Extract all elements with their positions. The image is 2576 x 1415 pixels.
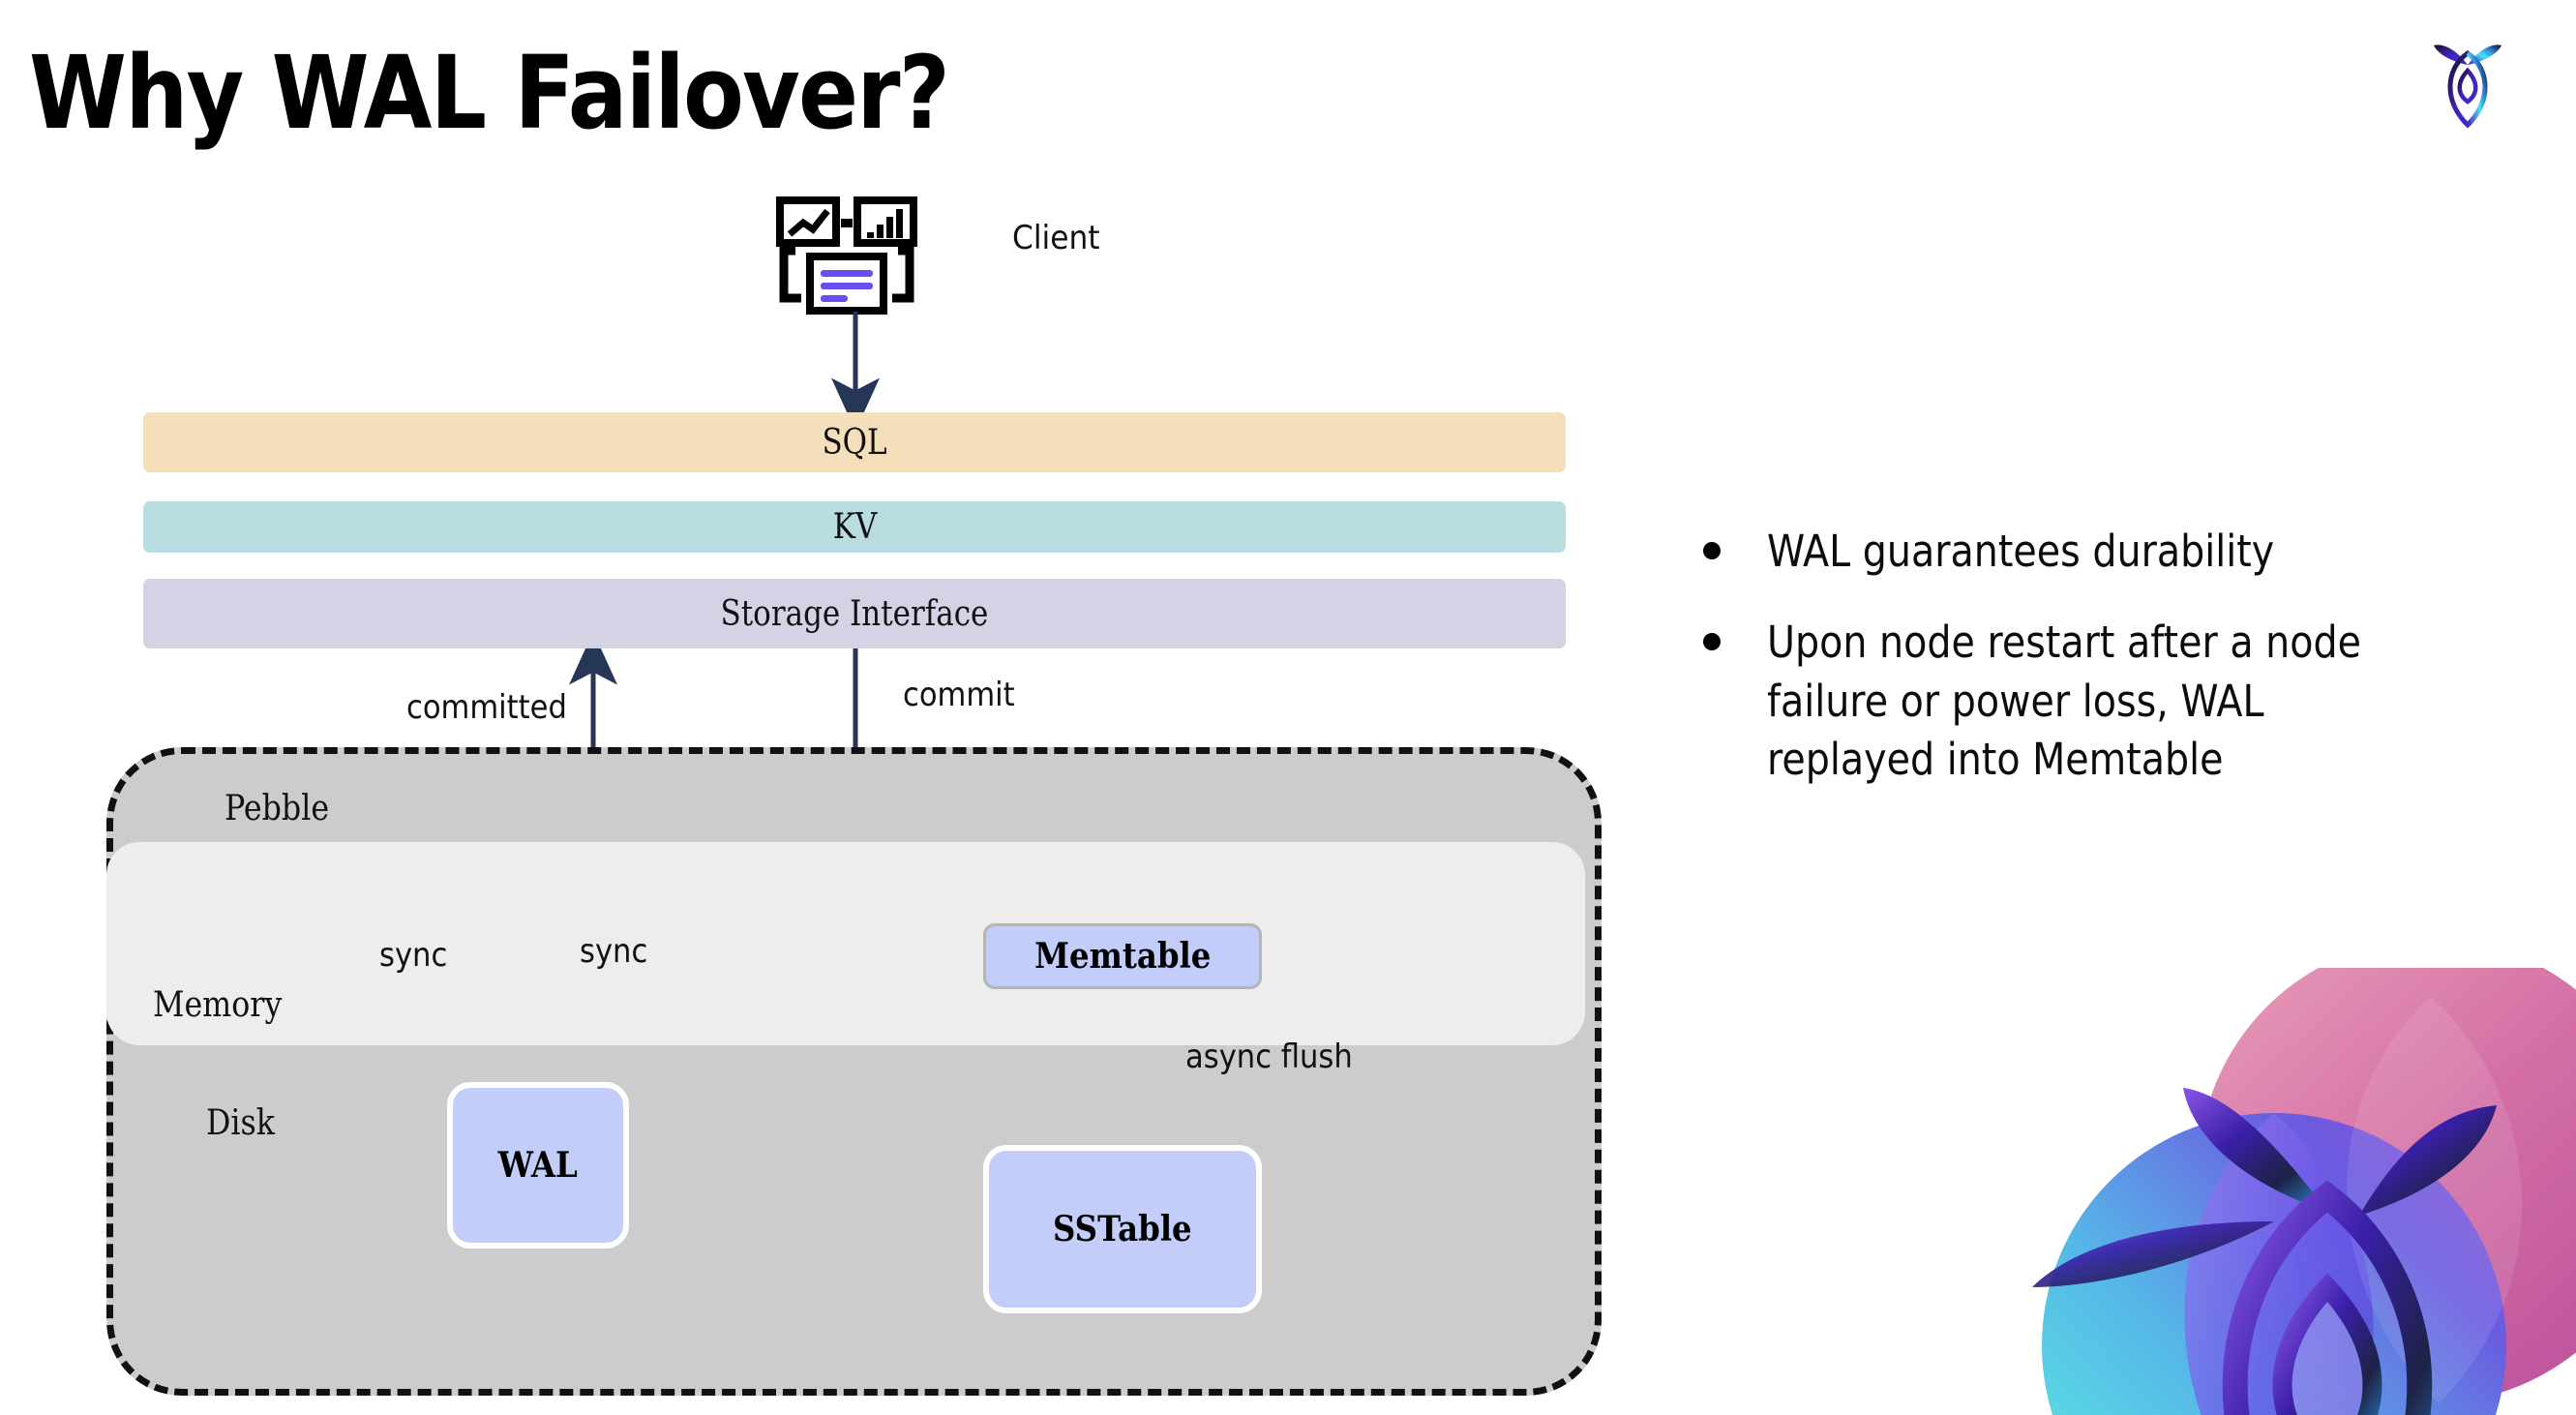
layer-bar-sql: SQL	[143, 412, 1566, 472]
disk-label: Disk	[206, 1103, 275, 1143]
bullet-text: WAL guarantees durability	[1767, 526, 2275, 577]
layer-label-sql: SQL	[822, 422, 887, 463]
memory-zone-band	[106, 842, 1585, 1045]
bullet-dot-icon	[1703, 633, 1721, 651]
edge-label-async-flush: async flush	[1185, 1038, 1353, 1076]
bullet-list: WAL guarantees durability Upon node rest…	[1703, 523, 2526, 822]
edge-label-commit: commit	[903, 676, 1015, 714]
layer-label-storage-interface: Storage Interface	[720, 593, 989, 634]
page-title: Why WAL Failover?	[29, 34, 950, 152]
node-sstable: SSTable	[983, 1145, 1262, 1313]
list-item: WAL guarantees durability	[1703, 523, 2526, 581]
list-item: Upon node restart after a node failure o…	[1703, 614, 2526, 789]
architecture-diagram: Client SQL KV Storage Interface Pebble M…	[106, 196, 1602, 1396]
node-label-memtable: Memtable	[1033, 936, 1212, 977]
memory-label: Memory	[153, 985, 283, 1025]
layer-bar-storage-interface: Storage Interface	[143, 579, 1566, 648]
layer-label-kv: KV	[832, 507, 877, 547]
layer-bar-kv: KV	[143, 501, 1566, 553]
edge-label-sync-left: sync	[379, 936, 448, 975]
node-memtable: Memtable	[983, 923, 1262, 989]
edge-label-committed: committed	[406, 688, 567, 727]
pebble-label: Pebble	[225, 789, 330, 828]
client-label: Client	[1012, 219, 1100, 257]
edge-label-sync-right: sync	[580, 932, 648, 971]
cockroachdb-decorative-logo-art	[1993, 968, 2576, 1415]
cockroachdb-logo-icon	[2424, 32, 2511, 129]
client-terminal-icon	[774, 196, 929, 316]
bullet-dot-icon	[1703, 542, 1721, 559]
node-label-wal: WAL	[497, 1145, 579, 1186]
node-wal: WAL	[447, 1082, 629, 1249]
bullet-text: Upon node restart after a node failure o…	[1767, 617, 2362, 785]
node-label-sstable: SSTable	[1053, 1209, 1192, 1249]
